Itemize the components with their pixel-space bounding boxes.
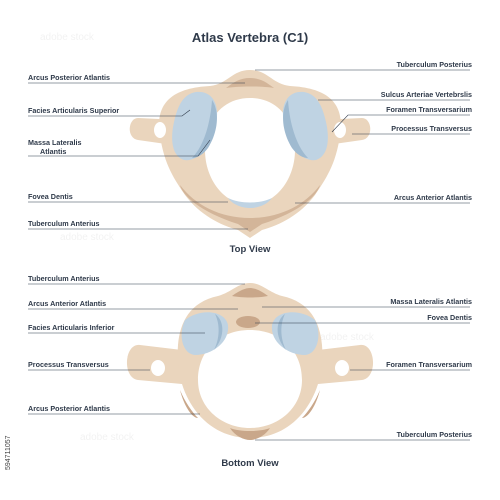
label-tuberculum-anterius-bottom: Tuberculum Anterius: [28, 274, 99, 283]
svg-text:adobe stock: adobe stock: [320, 332, 375, 343]
label-tuberculum-anterius: Tuberculum Anterius: [28, 219, 99, 228]
label-sulcus-arteriae-vertebralis: Sulcus Arteriae Vertebrslis: [381, 90, 472, 99]
foramen-transversarium-bottom-left: [151, 360, 165, 376]
label-arcus-posterior-atlantis: Arcus Posterior Atlantis: [28, 73, 110, 82]
foramen-transversarium-right: [334, 122, 346, 138]
label-atlantis: Atlantis: [40, 147, 66, 156]
label-facies-articularis-inferior: Facies Articularis Inferior: [28, 323, 115, 332]
top-view-caption: Top View: [230, 244, 271, 255]
label-massa-lateralis: Massa Lateralis: [28, 138, 82, 147]
top-view-labels-left: Arcus Posterior Atlantis Facies Articula…: [28, 73, 119, 228]
bottom-view-labels-left: Tuberculum Anterius Arcus Anterior Atlan…: [28, 274, 115, 413]
fovea-dentis-bottom: [236, 316, 260, 328]
svg-text:adobe stock: adobe stock: [60, 232, 115, 243]
page-title: Atlas Vertebra (C1): [192, 30, 308, 45]
bottom-view-caption: Bottom View: [221, 458, 279, 469]
svg-text:adobe stock: adobe stock: [80, 432, 135, 443]
stock-id: 594711057: [5, 435, 12, 470]
bottom-view-leaders: [28, 283, 470, 441]
top-view-illustration: [129, 70, 371, 238]
label-tuberculum-posterius: Tuberculum Posterius: [397, 60, 472, 69]
top-view-leaders: [28, 69, 470, 230]
label-arcus-anterior-atlantis-bottom: Arcus Anterior Atlantis: [28, 299, 106, 308]
label-facies-articularis-superior: Facies Articularis Superior: [28, 106, 119, 115]
label-foramen-transversarium-bottom: Foramen Transversarium: [386, 360, 472, 369]
label-arcus-anterior-atlantis: Arcus Anterior Atlantis: [394, 193, 472, 202]
foramen-transversarium-left: [154, 122, 166, 138]
bottom-view-labels-right: Massa Lateralis Atlantis Fovea Dentis Fo…: [386, 297, 472, 439]
foramen-transversarium-bottom-right: [335, 360, 349, 376]
label-arcus-posterior-atlantis-bottom: Arcus Posterior Atlantis: [28, 404, 110, 413]
bottom-view-illustration: [126, 283, 374, 440]
top-view-labels-right: Tuberculum Posterius Sulcus Arteriae Ver…: [381, 60, 472, 202]
fovea-dentis-top: [228, 198, 272, 208]
label-processus-transversus-bottom: Processus Transversus: [28, 360, 109, 369]
label-massa-lateralis-atlantis: Massa Lateralis Atlantis: [390, 297, 472, 306]
label-foramen-transversarium: Foramen Transversarium: [386, 105, 472, 114]
label-tuberculum-posterius-bottom: Tuberculum Posterius: [397, 430, 472, 439]
label-fovea-dentis: Fovea Dentis: [28, 192, 73, 201]
label-fovea-dentis-bottom: Fovea Dentis: [427, 313, 472, 322]
label-processus-transversus: Processus Transversus: [391, 124, 472, 133]
svg-text:adobe stock: adobe stock: [40, 32, 95, 43]
